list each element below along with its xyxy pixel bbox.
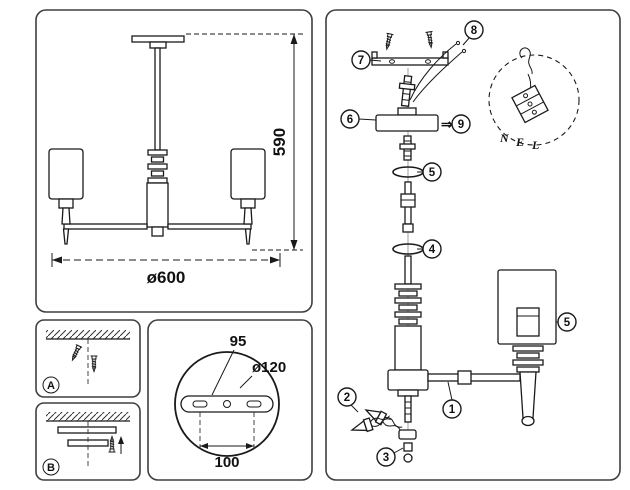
hook-icon — [519, 47, 533, 75]
callout-3: 3 — [376, 447, 396, 467]
step-b-badge — [42, 458, 60, 476]
center-hole — [223, 400, 231, 408]
height-dimension-label: 590 — [270, 128, 289, 156]
canopy-part — [375, 107, 439, 132]
callout-8: 8 — [464, 20, 484, 40]
wire-connector — [350, 415, 391, 433]
threaded-stud — [399, 135, 416, 161]
center-body — [146, 182, 169, 228]
svg-text:6: 6 — [347, 114, 353, 126]
body-cap — [151, 226, 164, 237]
center-column — [394, 283, 422, 371]
callout-1: 1 — [442, 399, 462, 419]
down-rod — [154, 47, 161, 151]
dim-100-label: 100 — [214, 454, 239, 471]
mounting-bar — [57, 426, 117, 434]
callout-6: 6 — [340, 109, 360, 129]
svg-text:9: 9 — [458, 119, 464, 131]
step-a-label: A — [47, 380, 55, 392]
bottom-finial-parts — [398, 395, 417, 463]
svg-text:3: 3 — [383, 452, 389, 464]
plate-circle — [174, 351, 280, 457]
callout-7: 7 — [351, 50, 371, 70]
wire-label-l: L — [531, 138, 539, 152]
mounting-plate-detail: 95 ø120 100 — [174, 333, 286, 471]
callout-4: 4 — [422, 239, 442, 259]
callout-9: 9 — [451, 114, 471, 134]
diameter-dimension-label: ø600 — [147, 268, 186, 287]
callouts: 7 8 6 9 5 4 5 2 — [337, 20, 577, 467]
svg-text:1: 1 — [449, 404, 456, 416]
step-b-drawing: B — [42, 412, 130, 476]
wiring-detail: N E L — [488, 47, 580, 152]
threaded-nipple — [398, 74, 416, 107]
svg-text:4: 4 — [429, 244, 436, 256]
canopy — [149, 41, 167, 49]
callout-2: 2 — [337, 387, 357, 407]
svg-text:8: 8 — [471, 25, 478, 37]
svg-text:5: 5 — [564, 317, 571, 329]
left-lamp — [48, 148, 84, 245]
slot-left — [192, 400, 208, 408]
step-a-badge — [42, 376, 60, 394]
supply-wires — [409, 40, 467, 103]
right-lamp — [230, 148, 266, 245]
rod-ribs — [147, 149, 168, 184]
see-detail-arrow: ⇒ — [441, 116, 453, 132]
panel-assembly — [325, 9, 621, 481]
svg-text:2: 2 — [344, 392, 350, 404]
wire-label-n: N — [499, 131, 510, 145]
callout-5-shade: 5 — [557, 312, 577, 332]
upper-rod — [400, 181, 416, 233]
callout-5-upper: 5 — [422, 162, 442, 182]
dim-d120-label: ø120 — [252, 359, 286, 376]
mounting-bracket — [180, 395, 274, 413]
svg-text:5: 5 — [429, 167, 436, 179]
up-arrow-icon — [118, 436, 124, 444]
step-b-label: B — [47, 462, 55, 474]
step-a-drawing: A — [42, 330, 130, 394]
main-view-dimensions: ø600 590 — [51, 33, 303, 287]
detail-circle — [488, 54, 580, 146]
left-arm — [63, 223, 148, 230]
ceiling-bracket-assembly — [371, 31, 449, 66]
chandelier-front-view — [48, 35, 266, 245]
shade-assembly — [497, 269, 557, 427]
ceiling-hatch — [46, 330, 130, 339]
wire-label-e: E — [515, 135, 524, 149]
right-arm — [167, 223, 252, 230]
ceiling-hatch — [46, 412, 130, 421]
exploded-assembly: N E L ⇒ — [349, 31, 580, 463]
lower-rod — [404, 255, 412, 285]
panel-main-view — [35, 9, 313, 313]
svg-text:7: 7 — [358, 55, 364, 67]
dim-95-label: 95 — [230, 333, 247, 350]
slot-right — [246, 400, 262, 408]
ceiling-plate — [131, 35, 185, 43]
terminal-block — [511, 84, 549, 124]
